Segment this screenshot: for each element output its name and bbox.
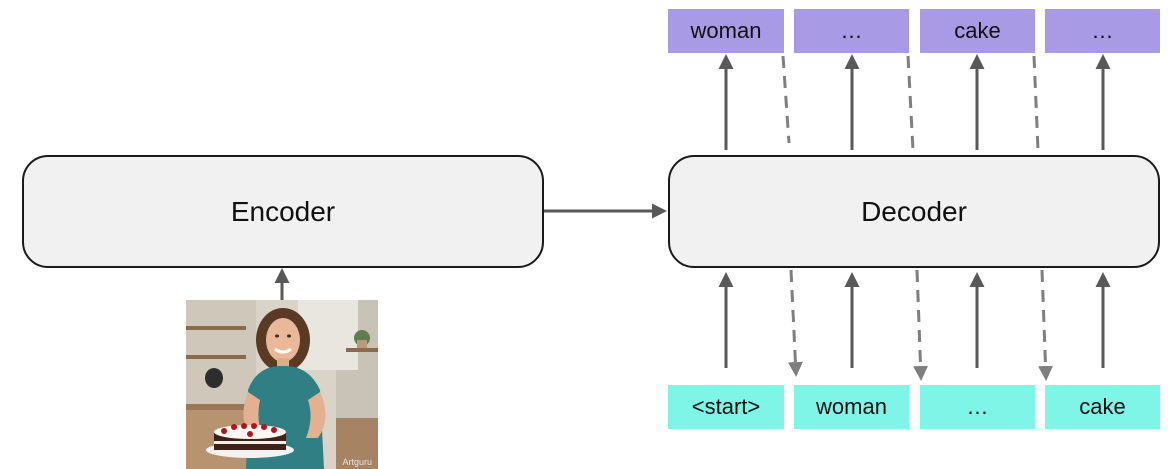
dashed-feedback-lower-1 <box>787 269 803 377</box>
input-token-3: … <box>920 385 1035 429</box>
decoder-box: Decoder <box>668 155 1160 268</box>
dashed-feedback-upper-1 <box>781 55 791 144</box>
input-token-label: cake <box>1079 394 1126 419</box>
output-token-label: … <box>840 18 863 43</box>
output-token-3: cake <box>920 9 1035 53</box>
dashed-feedback-lower-2 <box>913 269 929 381</box>
input-token-label: <start> <box>691 394 761 419</box>
input-token-label: … <box>966 394 989 419</box>
input-token-2: woman <box>794 385 909 429</box>
dashed-feedback-lower-3 <box>1038 269 1054 381</box>
decoder-label: Decoder <box>861 195 967 227</box>
input-photo: Artguru <box>186 300 378 469</box>
input-token-1: <start> <box>668 385 784 429</box>
dashed-feedback-upper-3 <box>1032 55 1040 151</box>
input-token-4: cake <box>1045 385 1160 429</box>
output-token-2: … <box>794 9 909 53</box>
output-token-label: … <box>1091 18 1114 43</box>
photo-watermark: Artguru <box>342 457 372 467</box>
input-token-label: woman <box>816 394 887 419</box>
output-token-label: cake <box>954 18 1001 43</box>
output-token-4: … <box>1045 9 1160 53</box>
dashed-feedback-upper-2 <box>906 55 915 151</box>
output-token-1: woman <box>668 9 784 53</box>
encoder-box: Encoder <box>22 155 544 268</box>
photo-woman-cake-icon <box>186 300 378 469</box>
output-token-label: woman <box>690 18 762 43</box>
encoder-label: Encoder <box>230 195 336 227</box>
